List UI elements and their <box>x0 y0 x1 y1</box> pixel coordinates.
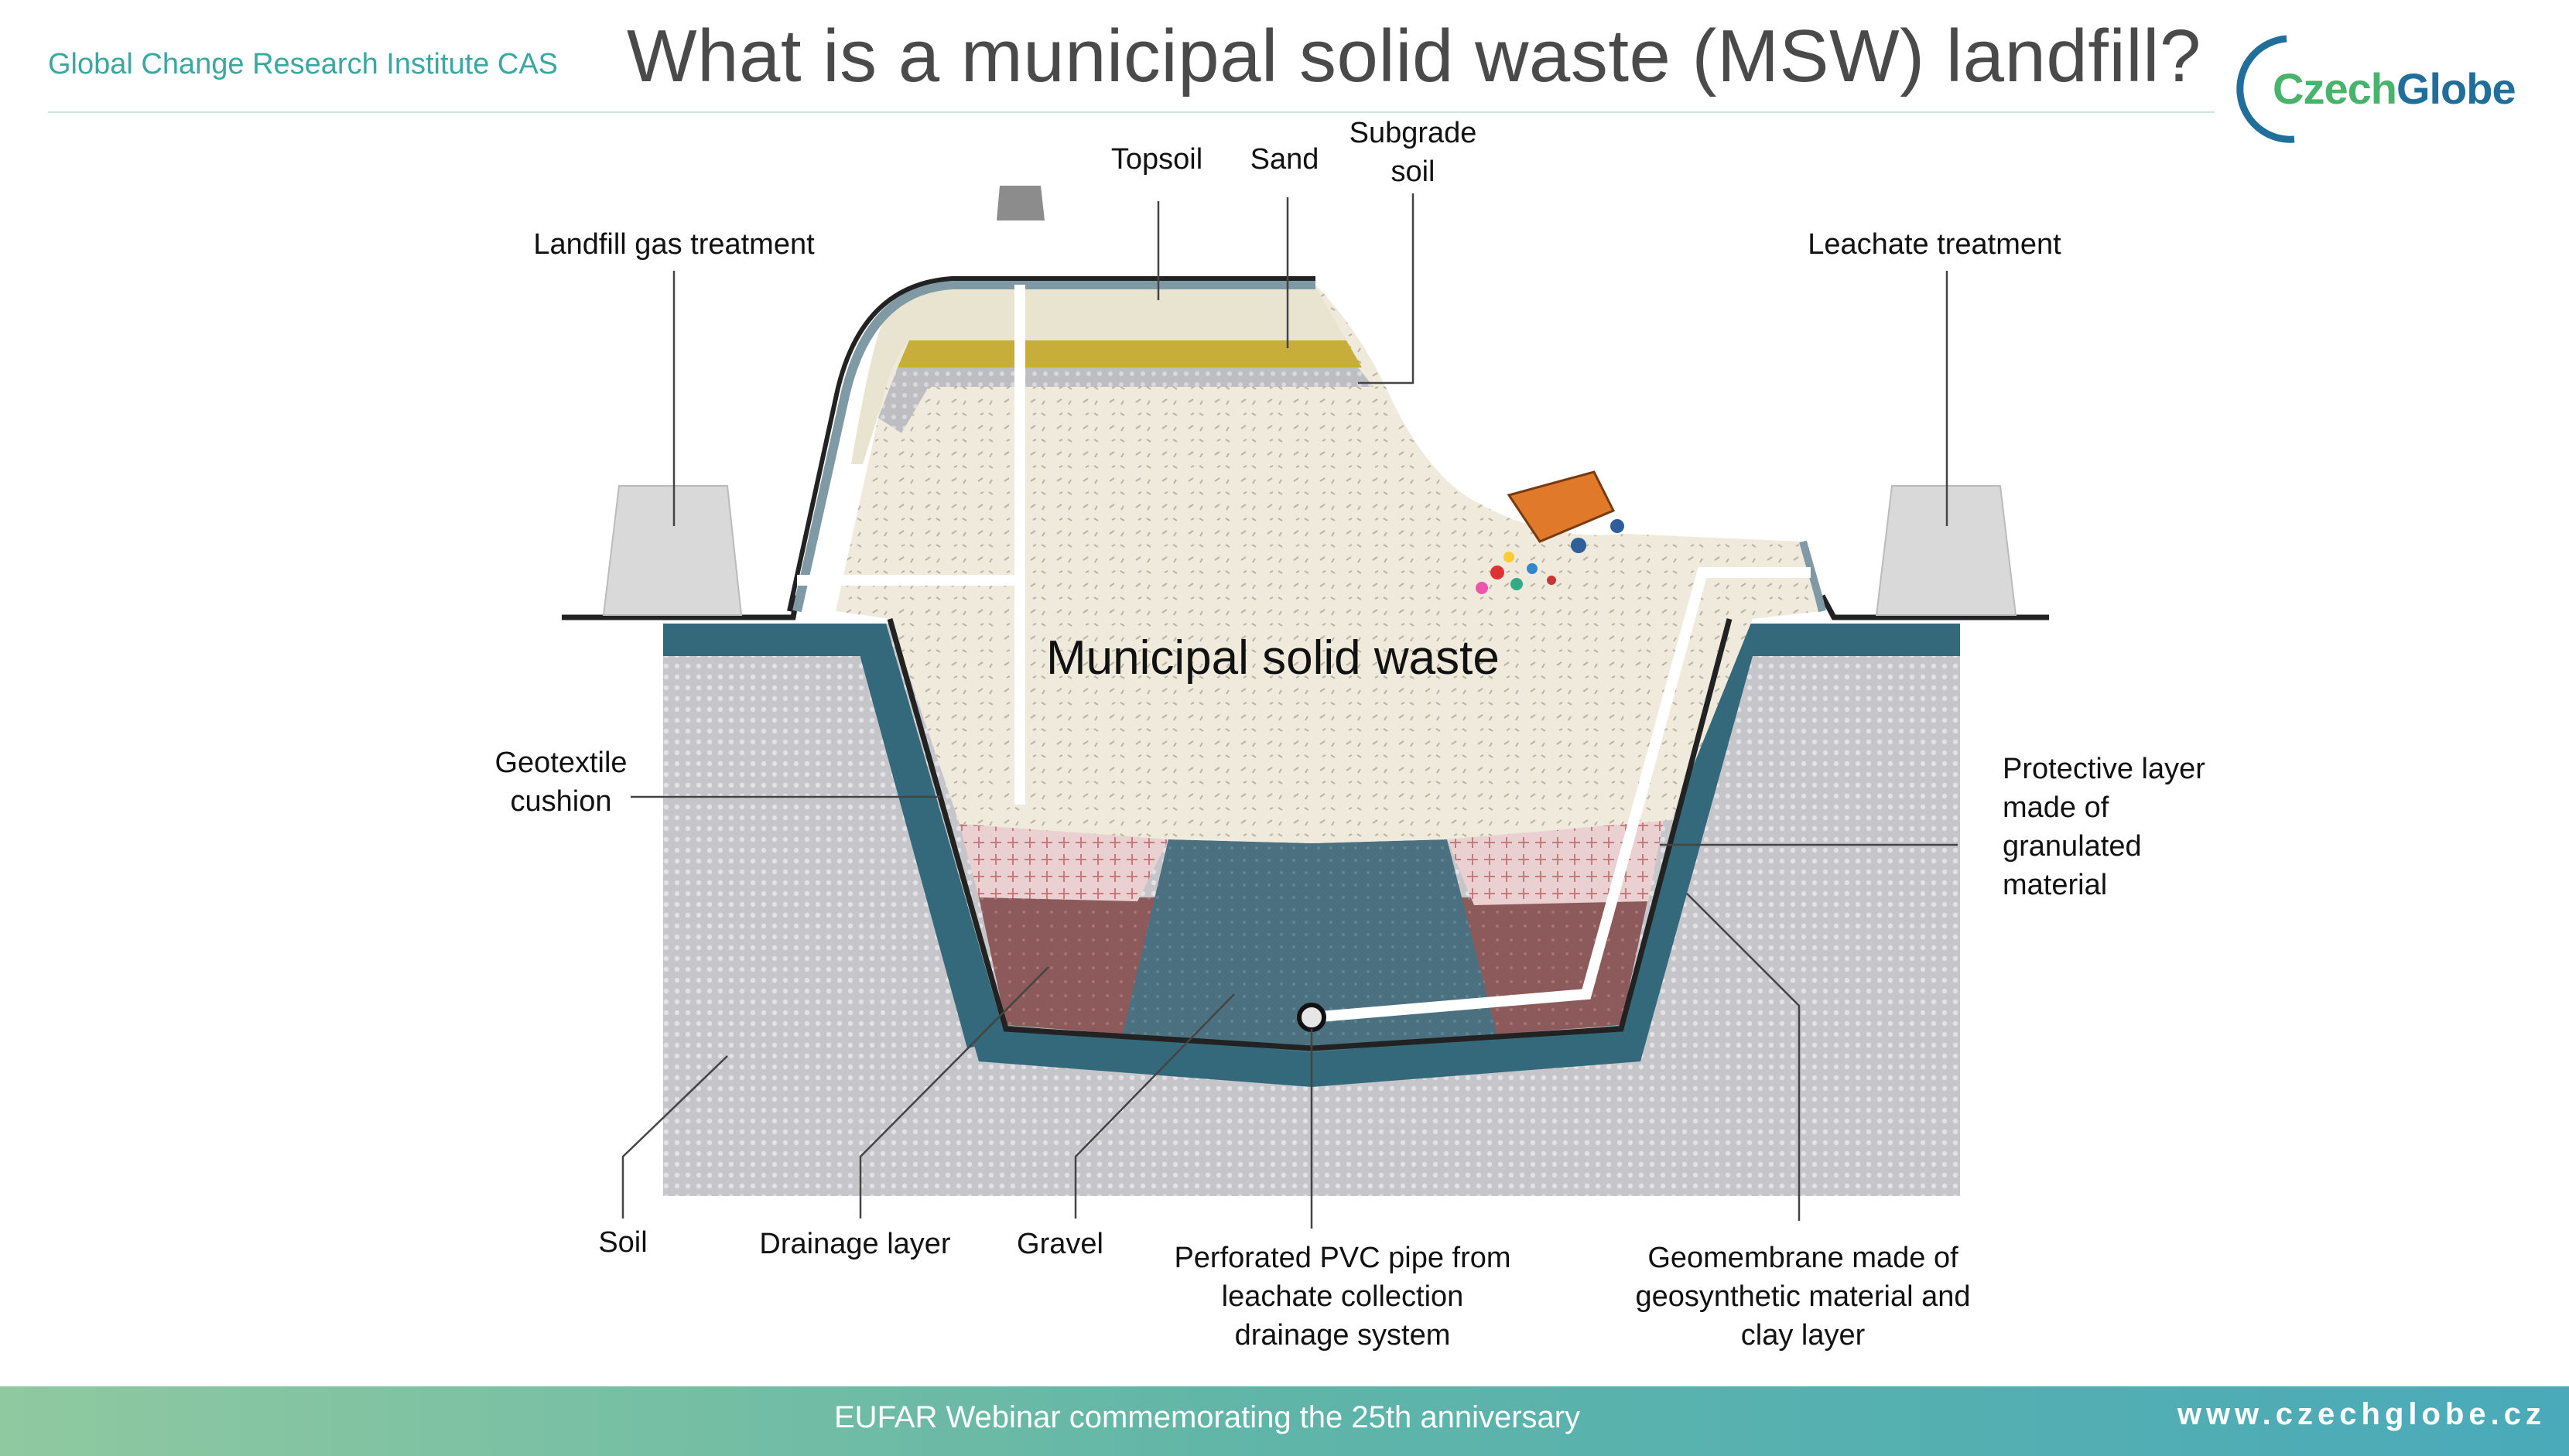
protective-layer-right <box>1447 820 1664 905</box>
gas-treatment-tank <box>602 485 743 616</box>
municipal-solid-waste-label: Municipal solid waste <box>1046 631 1500 685</box>
waste-body <box>836 285 1822 843</box>
footer-bar: EUFAR Webinar commemorating the 25th ann… <box>0 1386 2569 1456</box>
header-divider <box>48 111 2215 113</box>
leader-subgrade <box>1358 193 1414 385</box>
label-leachate-treatment: Leachate treatment <box>1808 228 2061 261</box>
label-geotextile-1: Geotextile <box>494 747 628 779</box>
label-sand: Sand <box>1250 143 1319 176</box>
czechglobe-logo: CzechGlobe <box>2232 31 2542 147</box>
waste-truck-icon <box>1476 470 1624 594</box>
page-title: What is a municipal solid waste (MSW) la… <box>627 15 2201 97</box>
leachate-pipe <box>1311 567 1811 1023</box>
leader-soil <box>621 1055 728 1218</box>
label-pipe-2: leachate collection <box>1221 1280 1464 1313</box>
cap-outline <box>787 276 1315 612</box>
label-protective-4: material <box>2003 869 2108 901</box>
label-subgrade-1: Subgrade <box>1349 117 1477 149</box>
label-geomembrane-1: Geomembrane made of <box>1647 1242 1958 1274</box>
gas-pipe <box>797 285 1025 805</box>
gas-vent <box>997 186 1045 220</box>
label-geotextile-2: cushion <box>510 785 612 818</box>
label-subgrade-2: soil <box>1391 156 1435 188</box>
label-pipe-1: Perforated PVC pipe from <box>1174 1242 1511 1274</box>
protective-layer <box>960 824 1168 901</box>
gravel-layer <box>1122 839 1497 1052</box>
liner-side-left <box>851 624 1002 1048</box>
leachate-treatment-tank <box>1875 485 2017 616</box>
label-protective-1: Protective layer <box>2003 753 2205 785</box>
cap-right-membrane <box>1799 540 1826 613</box>
leader-drainage <box>859 966 1049 1218</box>
pvc-pipe-icon <box>1297 1003 1326 1032</box>
label-topsoil: Topsoil <box>1110 143 1203 176</box>
label-gas-treatment: Landfill gas treatment <box>533 228 815 261</box>
institute-name: Global Change Research Institute CAS <box>48 48 559 80</box>
logo-text-globe: Globe <box>2396 64 2516 113</box>
label-soil: Soil <box>598 1226 648 1259</box>
logo-arc <box>2236 35 2295 143</box>
label-pipe-3: drainage system <box>1234 1319 1451 1352</box>
leader-gravel <box>1074 993 1235 1218</box>
sand-layer <box>898 340 1362 367</box>
footer-url[interactable]: www.czechglobe.cz <box>2177 1397 2546 1431</box>
topsoil-layer <box>851 286 1346 464</box>
label-geomembrane-2: geosynthetic material and <box>1635 1280 1971 1313</box>
logo-text-czech: Czech <box>2273 64 2397 113</box>
label-protective-3: granulated <box>2003 830 2142 863</box>
label-gravel: Gravel <box>1017 1228 1103 1260</box>
label-protective-2: made of <box>2003 791 2109 824</box>
landfill-diagram <box>562 186 2049 1229</box>
leader-geomembrane <box>1686 893 1801 1221</box>
label-drainage: Drainage layer <box>759 1228 951 1260</box>
cap-membrane <box>792 280 1315 613</box>
label-geomembrane-3: clay layer <box>1740 1319 1866 1352</box>
subgrade-soil-layer <box>878 367 1373 433</box>
footer-text: EUFAR Webinar commemorating the 25th ann… <box>834 1400 1581 1434</box>
